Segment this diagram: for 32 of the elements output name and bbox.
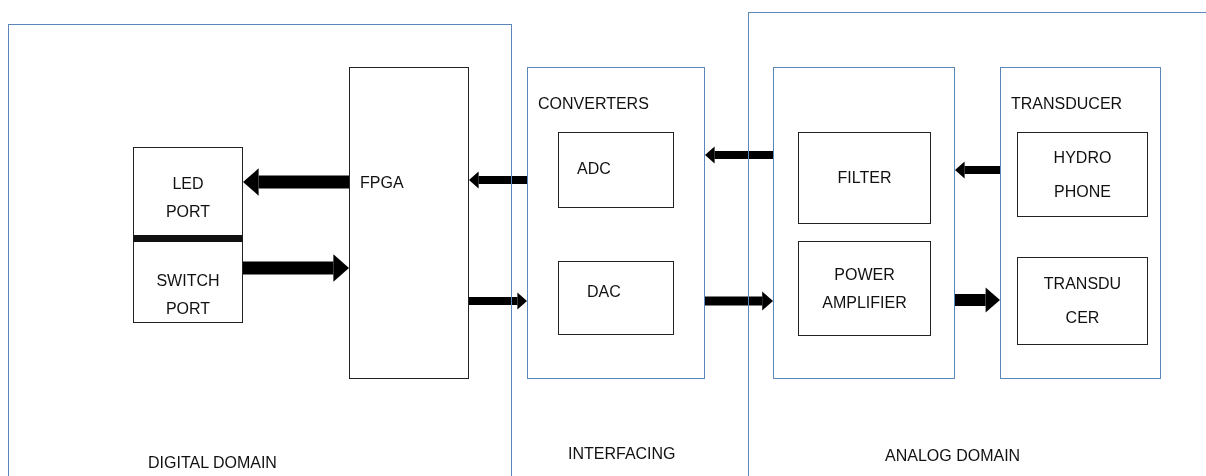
- domain-label: DIGITAL DOMAIN: [148, 453, 277, 473]
- block-box: [558, 132, 674, 208]
- port-box: [133, 241, 243, 323]
- block-label: SWITCH PORT: [155, 270, 221, 319]
- group-box: [1000, 67, 1161, 379]
- section-label: INTERFACING: [568, 444, 676, 464]
- block-arrow: [705, 291, 773, 311]
- block-box: [558, 261, 674, 335]
- domain-panel: [8, 24, 512, 476]
- block-label: FILTER: [837, 168, 892, 188]
- block-box: [1017, 132, 1148, 217]
- block-label: POWER AMPLIFIER: [821, 264, 908, 313]
- port-box: [133, 147, 243, 242]
- block-label: FPGA: [360, 173, 404, 193]
- block-label: ADC: [577, 159, 611, 179]
- block-arrow: [243, 168, 349, 196]
- block-label: LED PORT: [164, 173, 212, 222]
- fpga-box: [349, 67, 469, 379]
- block-label: TRANSDU CER: [1042, 274, 1123, 328]
- block-box: [798, 132, 931, 224]
- group-heading: TRANSDUCER: [1011, 94, 1123, 114]
- block-box: [1017, 257, 1148, 345]
- block-box: [798, 241, 931, 336]
- domain-label: ANALOG DOMAIN: [885, 446, 1021, 466]
- block-arrow: [243, 254, 349, 282]
- block-arrow: [955, 287, 1000, 313]
- block-label: DAC: [587, 282, 621, 302]
- domain-panel: [748, 12, 1206, 476]
- group-box: [773, 67, 955, 379]
- group-heading: CONVERTERS: [538, 94, 649, 114]
- group-box: [527, 67, 705, 379]
- block-label: HYDRO PHONE: [1052, 147, 1113, 202]
